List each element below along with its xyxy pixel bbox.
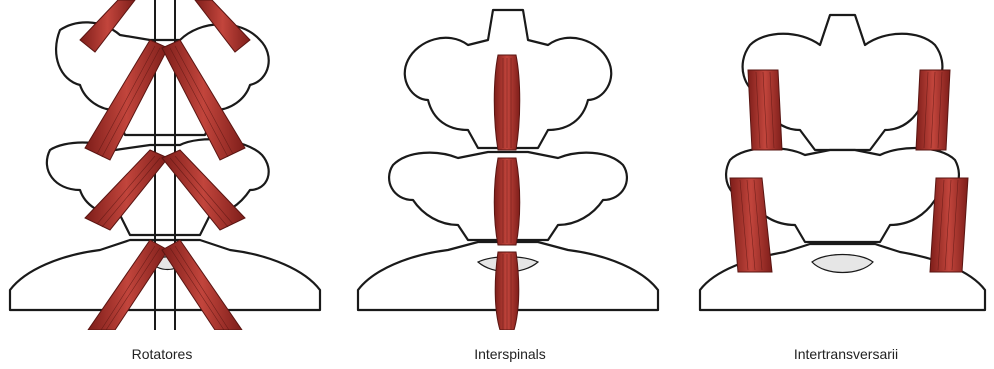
intertransversarii-illustration <box>690 0 994 330</box>
interspinals-panel <box>348 0 668 330</box>
interspinals-illustration <box>348 0 668 330</box>
intertransversarii-caption: Intertransversarii <box>746 346 946 362</box>
intertransversarii-panel <box>690 0 994 330</box>
rotatores-caption: Rotatores <box>62 346 262 362</box>
rotatores-illustration <box>0 0 330 330</box>
rotatores-panel <box>0 0 330 330</box>
interspinals-caption: Interspinals <box>410 346 610 362</box>
intertransversarius-muscle <box>930 178 968 272</box>
